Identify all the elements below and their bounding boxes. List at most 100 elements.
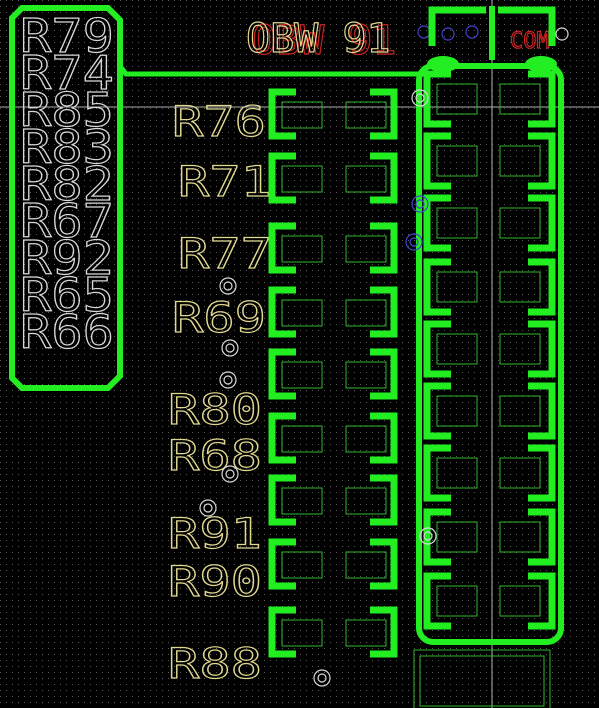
pad-outline	[499, 207, 541, 239]
left-list-outline	[9, 5, 123, 391]
smd-pad-icon	[423, 70, 451, 128]
via-ring-icon	[411, 89, 429, 107]
pad-outline	[436, 271, 478, 303]
component-ref-label: R91	[168, 509, 262, 558]
pad-outline	[499, 585, 541, 617]
pad-outline	[436, 83, 478, 115]
connector-outline	[416, 63, 564, 645]
resistor-network-connector[interactable]	[416, 6, 564, 645]
pad-outline	[345, 551, 387, 579]
resistor-component[interactable]: R68	[167, 412, 398, 481]
smd-pad-icon	[370, 348, 398, 400]
via-ring-icon	[219, 371, 237, 389]
smd-pad-icon	[370, 152, 398, 204]
smd-pad-icon	[423, 572, 451, 630]
resistor-component[interactable]: R69	[171, 286, 398, 343]
smd-pad-icon	[370, 538, 398, 590]
resistor-component[interactable]: R88	[167, 606, 398, 689]
pad-outline	[436, 457, 478, 489]
via-ring-icon	[221, 465, 239, 483]
pad-outline	[345, 165, 387, 193]
lower-footprint-outline	[413, 649, 551, 708]
via-ring-icon	[441, 27, 455, 41]
smd-pad-icon	[268, 222, 296, 274]
pad-outline	[436, 333, 478, 365]
connector-pad-pair	[423, 258, 556, 316]
left-list-label: R92	[20, 231, 114, 285]
smd-pad-icon	[528, 194, 556, 252]
smd-pad-icon	[528, 320, 556, 378]
smd-pad-icon	[370, 286, 398, 338]
component-ref-label: R71	[178, 157, 272, 206]
pad-outline	[345, 299, 387, 327]
resistor-component[interactable]: R71	[177, 152, 398, 207]
pad-outline	[436, 395, 478, 427]
via-ring-icon	[199, 499, 217, 517]
smd-pad-icon	[528, 382, 556, 440]
resistor-component[interactable]: R76	[171, 88, 398, 147]
resistor-component[interactable]: R90	[167, 538, 398, 607]
pad-outline	[281, 299, 323, 327]
resistor-component[interactable]: R80	[167, 348, 398, 435]
pad-outline	[281, 101, 323, 129]
smd-pad-icon	[528, 258, 556, 316]
via-ring-icon	[555, 27, 569, 41]
smd-pad-icon	[370, 474, 398, 526]
pad-outline	[499, 145, 541, 177]
resistor-component[interactable]: R91	[167, 474, 398, 559]
smd-pad-icon	[528, 572, 556, 630]
pad-outline	[436, 521, 478, 553]
component-ref-label: R80	[168, 385, 262, 434]
smd-pad-icon	[423, 444, 451, 502]
component-ref-label: R77	[178, 229, 272, 278]
left-list-label: R85	[20, 83, 114, 137]
pad-outline	[345, 425, 387, 453]
smd-pad-icon	[370, 88, 398, 140]
via-group	[199, 89, 437, 687]
pad-outline	[281, 425, 323, 453]
pad-outline	[281, 487, 323, 515]
left-list-label: R74	[20, 46, 114, 100]
via-ring-icon	[405, 233, 423, 251]
resistor-component[interactable]: R77	[177, 222, 398, 279]
smd-pad-icon	[525, 56, 557, 72]
pad-outline	[345, 619, 387, 647]
smd-pad-icon	[268, 538, 296, 590]
pad-outline	[436, 207, 478, 239]
smd-pad-icon	[528, 508, 556, 566]
smd-pad-icon	[528, 444, 556, 502]
connector-pad-pair	[423, 508, 556, 566]
via-ring-icon	[219, 277, 237, 295]
connector-pad-pair	[423, 194, 556, 252]
pad-outline	[499, 521, 541, 553]
pad-outline	[499, 333, 541, 365]
connector-pad-pair	[423, 572, 556, 630]
connector-top-pad	[428, 6, 556, 46]
via-ring-icon	[411, 195, 429, 213]
component-ref-label: R76	[172, 97, 266, 146]
pad-outline	[499, 271, 541, 303]
pad-outline	[499, 395, 541, 427]
top-via-cluster	[417, 25, 569, 41]
pad-outline	[281, 361, 323, 389]
smd-pad-icon	[268, 88, 296, 140]
smd-pad-icon	[268, 606, 296, 658]
via-ring-icon	[313, 669, 331, 687]
left-list-label: R66	[20, 305, 114, 359]
via-ring-icon	[465, 25, 479, 39]
smd-pad-icon	[528, 132, 556, 190]
left-list-label: R67	[20, 194, 114, 248]
smd-pad-icon	[427, 56, 459, 72]
left-list-label: R83	[20, 120, 114, 174]
top-silk-label: OBW 91	[246, 16, 391, 62]
pad-outline	[499, 457, 541, 489]
connector-pad-pair	[423, 382, 556, 440]
left-list-label: R79	[20, 9, 114, 63]
top-red-label: OBW 91	[252, 18, 397, 64]
pad-outline	[281, 235, 323, 263]
connector-pad-pair	[423, 132, 556, 190]
smd-pad-icon	[370, 606, 398, 658]
